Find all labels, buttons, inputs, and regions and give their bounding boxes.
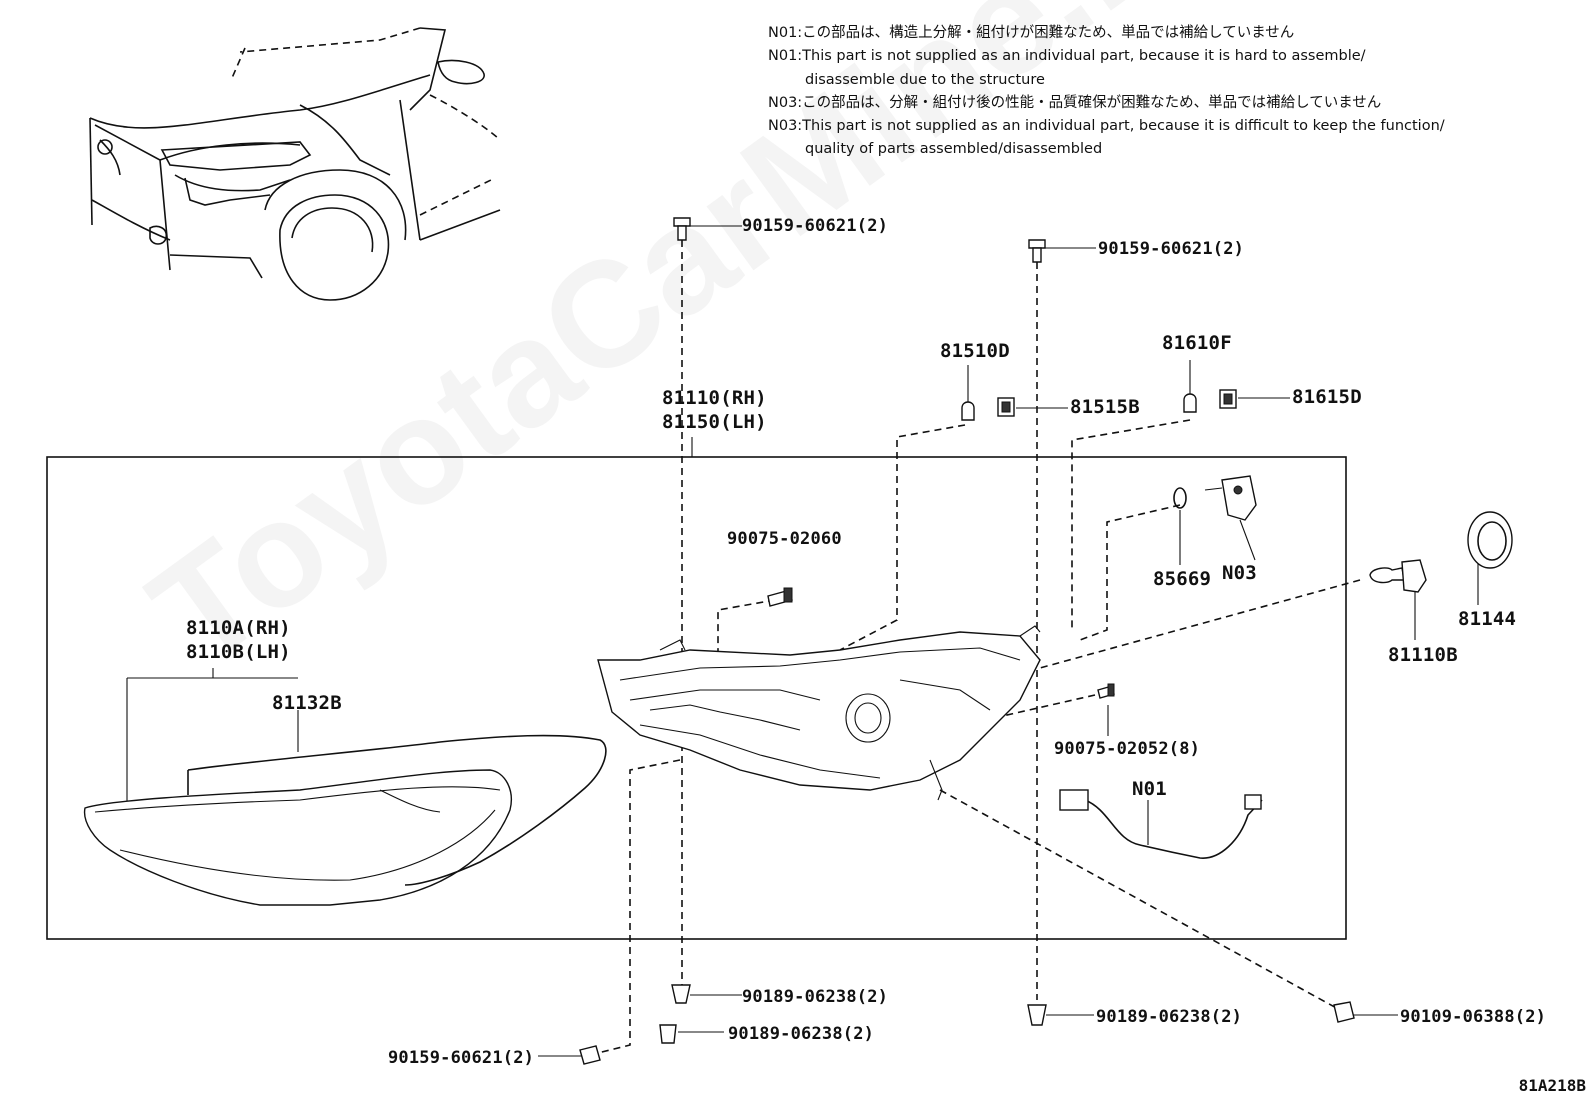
bolt-bottom-right bbox=[1333, 1001, 1355, 1023]
label-screw-right: 90075-02052(8) bbox=[1054, 739, 1201, 759]
headlamp-lens bbox=[83, 769, 512, 906]
clip-bottom-center bbox=[659, 1024, 677, 1044]
label-clip-bottom-right: 90189-06238(2) bbox=[1096, 1007, 1243, 1027]
figure-code: 81A218B bbox=[1518, 1076, 1586, 1095]
note-n01-en-line2: disassemble due to the structure bbox=[805, 71, 1045, 88]
label-headlamp-lh: 81150(LH) bbox=[662, 411, 767, 433]
label-harness-n01: N01 bbox=[1132, 778, 1167, 800]
socket-81615d bbox=[1219, 389, 1237, 409]
leader-lines bbox=[126, 225, 1479, 1057]
clip-bottom-right bbox=[1027, 1004, 1047, 1026]
fastener-bolt-top-left bbox=[673, 217, 691, 241]
label-actuator-n03: N03 bbox=[1222, 562, 1257, 584]
label-screw-center: 90075-02060 bbox=[727, 529, 842, 549]
fastener-bolt-top-right bbox=[1028, 239, 1046, 263]
assembly-frame bbox=[46, 456, 1347, 940]
label-cover-81144: 81144 bbox=[1458, 608, 1517, 630]
note-n03-en-line2: quality of parts assembled/disassembled bbox=[805, 141, 1103, 158]
bulb-81510d bbox=[961, 401, 975, 421]
label-bulb-81510d: 81510D bbox=[940, 340, 1010, 362]
headlamp-housing bbox=[597, 625, 1041, 801]
vehicle-illustration bbox=[89, 27, 501, 301]
label-lens-rh: 8110A(RH) bbox=[186, 617, 291, 639]
label-socket-81515b: 81515B bbox=[1070, 396, 1140, 418]
socket-81515b bbox=[997, 397, 1015, 417]
clip-bottom-left bbox=[671, 984, 691, 1004]
label-bolt-bottom-left: 90159-60621(2) bbox=[388, 1048, 535, 1068]
note-n01-jp: N01:この部品は、構造上分解・組付けが困難なため、単品では補給していません bbox=[768, 25, 1295, 41]
gasket-81132b bbox=[187, 734, 607, 886]
label-clip-bottom-center: 90189-06238(2) bbox=[728, 1024, 875, 1044]
screw-90075-02052 bbox=[1097, 683, 1115, 699]
label-oring-85669: 85669 bbox=[1153, 568, 1212, 590]
label-bulb-81110b: 81110B bbox=[1388, 644, 1458, 666]
bolt-bottom-left bbox=[579, 1045, 601, 1065]
screw-90075-02060 bbox=[767, 587, 793, 607]
label-lens-lh: 8110B(LH) bbox=[186, 641, 291, 663]
label-bolt-top-left: 90159-60621(2) bbox=[742, 216, 889, 236]
notes-block: N01:この部品は、構造上分解・組付けが困難なため、単品では補給していません N… bbox=[768, 22, 1445, 162]
bulb-81610f bbox=[1183, 393, 1197, 413]
label-socket-81615d: 81615D bbox=[1292, 386, 1362, 408]
harness-n01 bbox=[1059, 789, 1263, 859]
oring-85669 bbox=[1173, 487, 1187, 509]
actuator-n03 bbox=[1204, 475, 1257, 521]
bulb-81110b bbox=[1369, 559, 1427, 593]
cover-81144 bbox=[1467, 511, 1513, 569]
label-headlamp-rh: 81110(RH) bbox=[662, 387, 767, 409]
label-bolt-bottom-right: 90109-06388(2) bbox=[1400, 1007, 1547, 1027]
note-n03-en-line1: N03:This part is not supplied as an indi… bbox=[768, 118, 1445, 135]
label-bolt-top-right: 90159-60621(2) bbox=[1098, 239, 1245, 259]
note-n03-jp: N03:この部品は、分解・組付け後の性能・品質確保が困難なため、単品では補給して… bbox=[768, 94, 1382, 111]
label-clip-bottom-left: 90189-06238(2) bbox=[742, 987, 889, 1007]
label-gasket-81132b: 81132B bbox=[272, 692, 342, 714]
label-bulb-81610f: 81610F bbox=[1162, 332, 1232, 354]
note-n01-en-line1: N01:This part is not supplied as an indi… bbox=[768, 48, 1366, 65]
